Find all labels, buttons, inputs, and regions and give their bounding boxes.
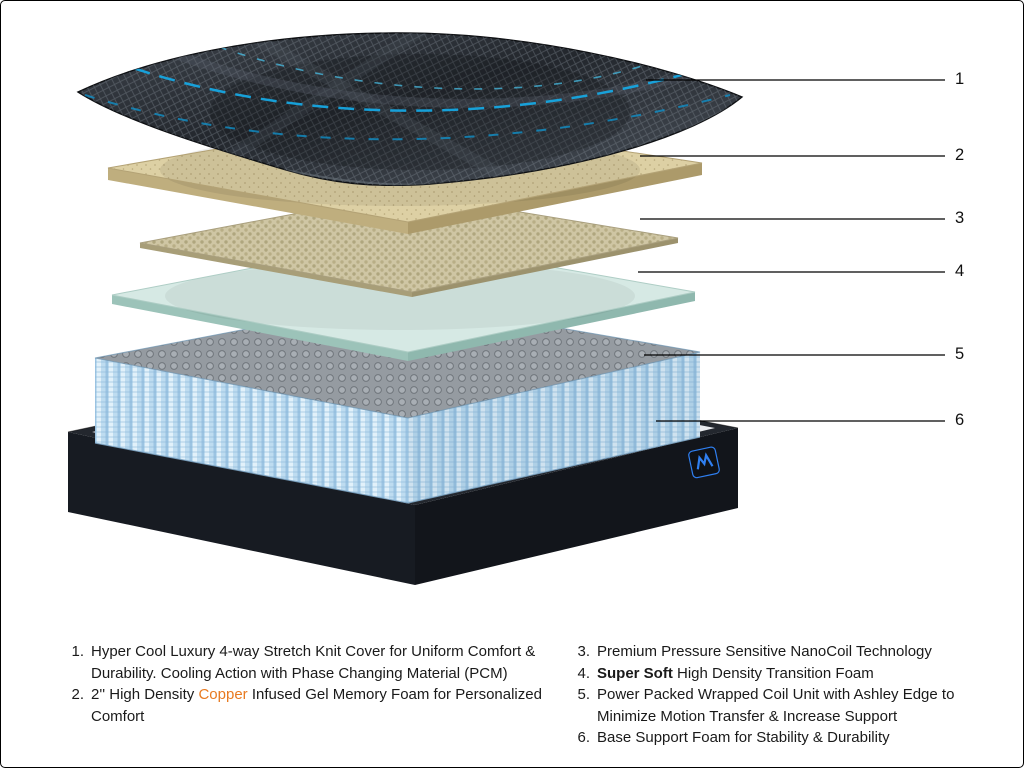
layer-1-knit-cover (76, 32, 744, 187)
legend-item-1: 1. Hyper Cool Luxury 4-way Stretch Knit … (60, 641, 556, 684)
legend-item-text: Hyper Cool Luxury 4-way Stretch Knit Cov… (91, 643, 536, 682)
legend-item-text: Base Support Foam for Stability & Durabi… (597, 729, 890, 746)
legend-item-text: 2'' High Density Copper Infused Gel Memo… (91, 684, 556, 727)
legend-item-3: 3. Premium Pressure Sensitive NanoCoil T… (566, 641, 970, 663)
callout-number-2: 2 (955, 146, 965, 164)
callout-number-4: 4 (955, 262, 965, 280)
legend-text-part: Infused Gel Memory Foam for Personalized… (91, 686, 542, 725)
legend-item-4: 4. Super Soft High Density Transition Fo… (566, 663, 970, 685)
legend-item-text: Super Soft High Density Transition Foam (597, 663, 970, 685)
layer-3-nanocoil (139, 192, 679, 297)
legend-item-text: Power Packed Wrapped Coil Unit with Ashl… (597, 686, 955, 725)
brand-logo-icon (688, 446, 720, 479)
callout-lines (638, 79, 945, 422)
legend: 1. Hyper Cool Luxury 4-way Stretch Knit … (0, 641, 1024, 749)
legend-column-right: 3. Premium Pressure Sensitive NanoCoil T… (566, 641, 970, 749)
callout-number-3: 3 (955, 209, 965, 227)
callout-number-1: 1 (955, 70, 965, 88)
callout-number-6: 6 (955, 411, 965, 429)
legend-text-copper-accent: Copper (198, 686, 248, 703)
legend-item-5: 5. Power Packed Wrapped Coil Unit with A… (566, 684, 970, 727)
legend-item-number: 1. (71, 643, 84, 660)
legend-text-part: 2'' High Density (91, 686, 199, 703)
legend-text-part: High Density Transition Foam (672, 664, 874, 682)
legend-item-text: Premium Pressure Sensitive NanoCoil Tech… (597, 643, 932, 660)
legend-item-number: 2. (71, 686, 84, 703)
legend-item-2: 2. 2'' High Density Copper Infused Gel M… (60, 684, 556, 727)
legend-column-left: 1. Hyper Cool Luxury 4-way Stretch Knit … (60, 641, 556, 749)
legend-item-number: 3. (577, 643, 590, 660)
mattress-exploded-illustration (67, 32, 945, 585)
legend-item-number: 6. (577, 729, 590, 746)
callout-number-5: 5 (955, 345, 965, 363)
legend-text-bold: Super Soft (597, 664, 673, 682)
legend-item-6: 6. Base Support Foam for Stability & Dur… (566, 727, 970, 749)
legend-item-number: 5. (577, 686, 590, 703)
legend-item-number: 4. (577, 664, 590, 682)
